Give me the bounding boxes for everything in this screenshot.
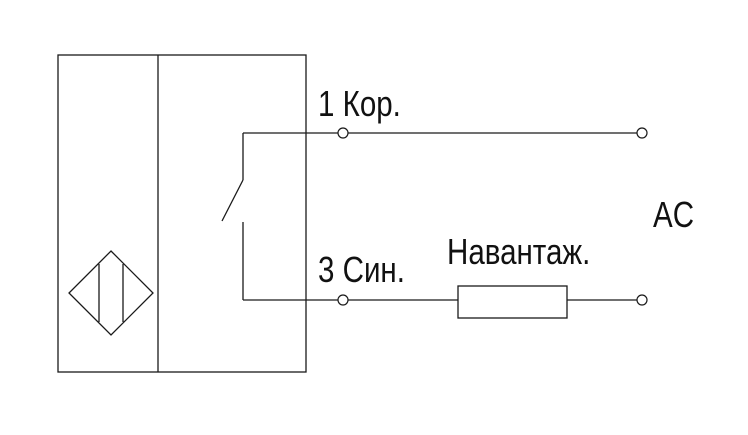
terminal-1-inner [337, 127, 349, 139]
switch-contact [221, 132, 306, 301]
pin-3-label: 3 Син. [318, 249, 405, 290]
load-resistor [457, 285, 568, 319]
terminal-1-outer [636, 127, 648, 139]
sensor-body [57, 54, 307, 373]
terminal-3-outer [636, 294, 648, 306]
inductive-sensor-icon [68, 250, 154, 336]
terminal-3-inner [337, 294, 349, 306]
load-label: Навантаж. [447, 231, 591, 272]
supply-label: AC [653, 194, 695, 235]
pin-1-label: 1 Кор. [318, 83, 401, 124]
